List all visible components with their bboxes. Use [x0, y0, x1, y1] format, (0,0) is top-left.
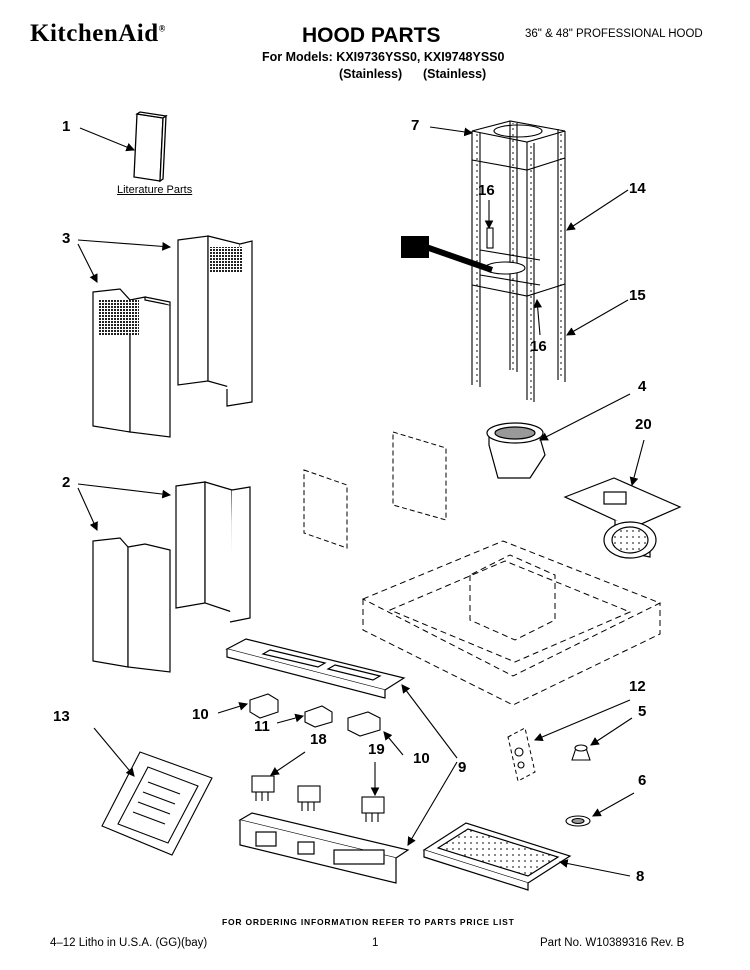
callout-7: 7 — [411, 117, 420, 134]
callout-9: 9 — [458, 759, 467, 776]
switch-module-right — [361, 796, 385, 822]
switch-knob-right — [347, 711, 381, 737]
litho-info: 4–12 Litho in U.S.A. (GG)(bay) — [50, 937, 208, 949]
callout-13: 13 — [53, 708, 70, 725]
light-socket-body — [514, 747, 525, 769]
callout-11: 11 — [254, 718, 270, 735]
chimney-frame-tower — [471, 120, 566, 402]
blower-transition — [486, 422, 546, 479]
model-1-material: (Stainless) — [339, 67, 403, 81]
switch-knob-center — [304, 705, 333, 728]
callout-15: 15 — [629, 287, 646, 304]
black-pointer-arrow — [401, 236, 493, 273]
control-housing-bottom — [238, 812, 410, 884]
grease-filter — [422, 822, 572, 891]
literature-parts-label: Literature Parts — [117, 184, 193, 196]
brand-name: KitchenAid — [30, 20, 159, 47]
control-panel-outline — [303, 431, 447, 549]
brand-trademark: ® — [158, 23, 166, 34]
model-2-material: (Stainless) — [423, 67, 487, 81]
ordering-info: FOR ORDERING INFORMATION REFER TO PARTS … — [222, 917, 515, 927]
callout-10-right: 10 — [413, 750, 430, 767]
switch-module-center — [297, 785, 321, 811]
vented-duct-cover-front — [92, 288, 171, 438]
switch-module-left — [251, 775, 275, 801]
switch-knob-left — [249, 693, 279, 719]
models-line: For Models: KXI9736YSS0, KXI9748YSS0 — [262, 50, 505, 64]
vented-duct-cover-back — [177, 235, 253, 407]
leader-lines — [77, 126, 645, 877]
literature-booklet — [133, 111, 168, 183]
light-socket — [507, 727, 536, 782]
callout-10-left: 10 — [192, 706, 209, 723]
callout-14: 14 — [629, 180, 646, 197]
callout-8: 8 — [636, 868, 645, 885]
callout-16-bottom: 16 — [530, 338, 547, 355]
page-title: HOOD PARTS — [302, 24, 441, 47]
callout-12: 12 — [629, 678, 646, 695]
page-number: 1 — [372, 937, 379, 949]
callout-20: 20 — [635, 416, 652, 433]
control-housing-top — [225, 638, 406, 699]
callout-4: 4 — [638, 378, 647, 395]
installation-manual — [101, 751, 213, 856]
callout-1: 1 — [62, 118, 71, 135]
callout-2: 2 — [62, 474, 71, 491]
duct-cover-front — [92, 537, 171, 673]
callout-3: 3 — [62, 230, 71, 247]
part-number: Part No. W10389316 Rev. B — [540, 937, 685, 949]
callout-6: 6 — [638, 772, 647, 789]
light-lens — [565, 815, 591, 827]
blower-motor-assembly — [563, 477, 682, 559]
hood-type: 36" & 48" PROFESSIONAL HOOD — [525, 28, 703, 40]
light-bulb — [571, 744, 591, 761]
hood-body-outline — [361, 540, 662, 706]
brand-logo: KitchenAid® — [30, 20, 166, 48]
callout-16-top: 16 — [478, 182, 495, 199]
callout-5: 5 — [638, 703, 647, 720]
duct-cover-back — [175, 481, 251, 623]
callout-18: 18 — [310, 731, 327, 748]
callout-19: 19 — [368, 741, 385, 758]
